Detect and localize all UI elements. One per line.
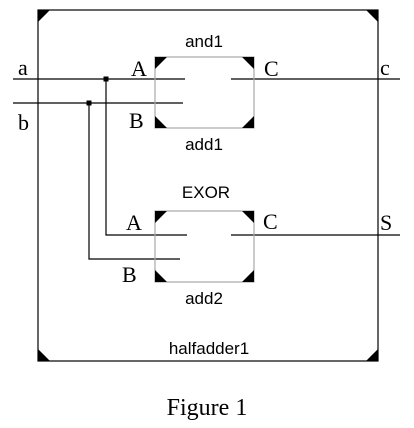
corner-marker-icon <box>366 349 378 361</box>
corner-marker-icon <box>242 116 254 128</box>
corner-marker-icon <box>155 270 167 282</box>
corner-marker-icon <box>155 211 167 223</box>
gate-exor-type-label: EXOR <box>182 183 230 202</box>
halfadder-label: halfadder1 <box>169 339 249 358</box>
external-wires: a b c S <box>13 55 400 260</box>
gate-and1: and1 add1 A B C <box>129 32 279 154</box>
gate-and1-pin-c: C <box>264 56 279 81</box>
gate-and1-pin-a: A <box>131 56 147 81</box>
gate-and1-pin-b: B <box>129 108 144 133</box>
port-a-label: a <box>18 55 28 80</box>
gate-and1-instance-label: add1 <box>185 135 223 154</box>
gate-and1-body <box>154 56 255 129</box>
corner-marker-icon <box>155 116 167 128</box>
corner-marker-icon <box>242 270 254 282</box>
corner-marker-icon <box>242 211 254 223</box>
corner-marker-icon <box>366 10 378 22</box>
halfadder-frame <box>37 9 379 362</box>
gate-exor-pin-b: B <box>122 262 137 287</box>
port-c-label: c <box>380 55 390 80</box>
port-b-label: b <box>18 110 29 135</box>
gate-exor-instance-label: add2 <box>185 289 223 308</box>
junction-dot-b <box>86 100 92 106</box>
junction-dot-a <box>103 76 109 82</box>
wire-b-branch <box>88 103 180 260</box>
gate-exor-pin-c: C <box>263 209 278 234</box>
halfadder-block: halfadder1 <box>37 9 379 362</box>
port-s-label: S <box>380 210 392 235</box>
gate-exor-body <box>154 210 255 283</box>
corner-marker-icon <box>38 10 50 22</box>
corner-marker-icon <box>38 349 50 361</box>
figure-caption: Figure 1 <box>167 395 248 421</box>
gate-exor: EXOR add2 A B C <box>122 183 278 308</box>
gate-and1-type-label: and1 <box>185 32 223 51</box>
gate-exor-pin-a: A <box>126 210 142 235</box>
wire-a-branch <box>105 79 187 236</box>
corner-marker-icon <box>155 57 167 69</box>
corner-marker-icon <box>242 57 254 69</box>
